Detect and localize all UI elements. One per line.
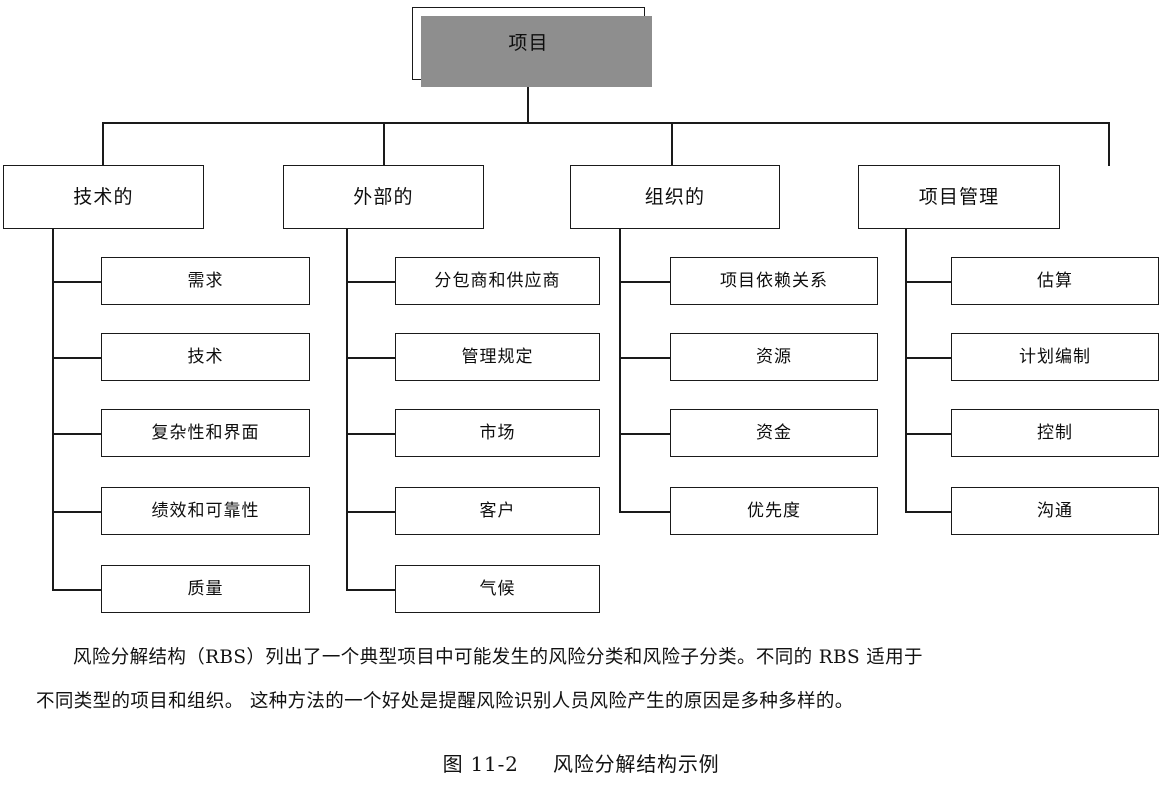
node-leaf-1-5: 质量 bbox=[101, 565, 310, 613]
figure-caption-title: 风险分解结构示例 bbox=[553, 752, 720, 776]
node-branch-1-label: 技术的 bbox=[73, 185, 134, 208]
node-leaf-3-3-label: 资金 bbox=[755, 422, 793, 443]
node-leaf-4-3-label: 控制 bbox=[1036, 422, 1074, 443]
node-leaf-1-5-label: 质量 bbox=[187, 578, 224, 599]
node-leaf-4-3: 控制 bbox=[951, 409, 1159, 457]
connector-spine-2 bbox=[346, 229, 348, 591]
node-leaf-3-1: 项目依赖关系 bbox=[670, 257, 878, 305]
connector-rung-2-5 bbox=[346, 589, 396, 591]
node-leaf-3-4-label: 优先度 bbox=[746, 500, 802, 521]
body-paragraph-line-1: 风险分解结构（RBS）列出了一个典型项目中可能发生的风险分类和风险子分类。不同的… bbox=[73, 647, 923, 668]
node-branch-1: 技术的 bbox=[3, 165, 204, 229]
node-leaf-1-1: 需求 bbox=[101, 257, 310, 305]
node-leaf-1-3: 复杂性和界面 bbox=[101, 409, 310, 457]
node-leaf-3-3: 资金 bbox=[670, 409, 878, 457]
node-leaf-1-3-label: 复杂性和界面 bbox=[151, 422, 260, 443]
node-leaf-1-4-label: 绩效和可靠性 bbox=[151, 500, 260, 521]
node-branch-4: 项目管理 bbox=[858, 165, 1060, 229]
node-leaf-1-1-label: 需求 bbox=[187, 270, 224, 291]
node-root: 项目 bbox=[412, 7, 652, 87]
node-leaf-3-2-label: 资源 bbox=[755, 346, 793, 367]
connector-rung-2-4 bbox=[346, 511, 396, 513]
node-leaf-3-1-label: 项目依赖关系 bbox=[719, 270, 829, 291]
connector-rung-4-3 bbox=[905, 433, 952, 435]
connector-rung-4-1 bbox=[905, 281, 952, 283]
node-branch-2-label: 外部的 bbox=[353, 185, 414, 208]
node-leaf-2-4-label: 客户 bbox=[479, 500, 516, 521]
node-leaf-4-1-label: 估算 bbox=[1036, 270, 1074, 291]
connector-rung-3-1 bbox=[619, 281, 671, 283]
node-leaf-2-1: 分包商和供应商 bbox=[395, 257, 600, 305]
node-branch-3-label: 组织的 bbox=[644, 185, 706, 208]
node-leaf-2-3: 市场 bbox=[395, 409, 600, 457]
node-leaf-4-2-label: 计划编制 bbox=[1018, 346, 1092, 367]
node-leaf-2-5: 气候 bbox=[395, 565, 600, 613]
figure-caption-number: 图 11-2 bbox=[442, 752, 519, 776]
connector-rung-2-2 bbox=[346, 357, 396, 359]
connector-bus-drop-4 bbox=[1108, 122, 1110, 166]
connector-rung-3-2 bbox=[619, 357, 671, 359]
connector-rung-1-2 bbox=[52, 357, 102, 359]
node-leaf-4-1: 估算 bbox=[951, 257, 1159, 305]
node-branch-2: 外部的 bbox=[283, 165, 484, 229]
node-leaf-1-2-label: 技术 bbox=[187, 346, 224, 367]
connector-spine-4 bbox=[905, 229, 907, 513]
node-leaf-2-1-label: 分包商和供应商 bbox=[434, 270, 561, 291]
connector-rung-3-3 bbox=[619, 433, 671, 435]
connector-bus-drop-1 bbox=[102, 122, 104, 166]
node-leaf-4-2: 计划编制 bbox=[951, 333, 1159, 381]
rbs-diagram: 项目 技术的 外部的 组织的 项目管理 需 bbox=[3, 7, 1159, 613]
connector-rung-1-3 bbox=[52, 433, 102, 435]
body-paragraph: 风险分解结构（RBS）列出了一个典型项目中可能发生的风险分类和风险子分类。不同的… bbox=[36, 636, 1132, 724]
connector-rung-2-3 bbox=[346, 433, 396, 435]
connector-rung-4-2 bbox=[905, 357, 952, 359]
figure-caption: 图 11-2 风险分解结构示例 bbox=[0, 748, 1162, 777]
node-leaf-1-4: 绩效和可靠性 bbox=[101, 487, 310, 535]
node-leaf-2-5-label: 气候 bbox=[479, 578, 516, 599]
connector-rung-1-4 bbox=[52, 511, 102, 513]
node-leaf-3-4: 优先度 bbox=[670, 487, 878, 535]
node-leaf-4-4: 沟通 bbox=[951, 487, 1159, 535]
connector-bus-drop-3 bbox=[671, 122, 673, 166]
connector-spine-1 bbox=[52, 229, 54, 591]
connector-level2-bus bbox=[102, 122, 1109, 124]
connector-rung-3-4 bbox=[619, 511, 671, 513]
connector-spine-3 bbox=[619, 229, 621, 513]
node-branch-3: 组织的 bbox=[570, 165, 780, 229]
node-leaf-3-2: 资源 bbox=[670, 333, 878, 381]
connector-rung-1-5 bbox=[52, 589, 102, 591]
node-leaf-2-2: 管理规定 bbox=[395, 333, 600, 381]
root-drop-shadow bbox=[421, 16, 652, 87]
connector-rung-4-4 bbox=[905, 511, 952, 513]
connector-rung-2-1 bbox=[346, 281, 396, 283]
node-leaf-1-2: 技术 bbox=[101, 333, 310, 381]
node-leaf-2-4: 客户 bbox=[395, 487, 600, 535]
connector-root-stem bbox=[527, 80, 529, 123]
node-branch-4-label: 项目管理 bbox=[918, 185, 1000, 208]
node-leaf-4-4-label: 沟通 bbox=[1036, 500, 1074, 521]
node-leaf-2-3-label: 市场 bbox=[479, 422, 516, 443]
node-leaf-2-2-label: 管理规定 bbox=[461, 346, 534, 367]
connector-bus-drop-2 bbox=[383, 122, 385, 166]
node-root-label: 项目 bbox=[508, 32, 549, 54]
connector-rung-1-1 bbox=[52, 281, 102, 283]
body-paragraph-line-2: 不同类型的项目和组织。 这种方法的一个好处是提醒风险识别人员风险产生的原因是多种… bbox=[36, 691, 854, 712]
